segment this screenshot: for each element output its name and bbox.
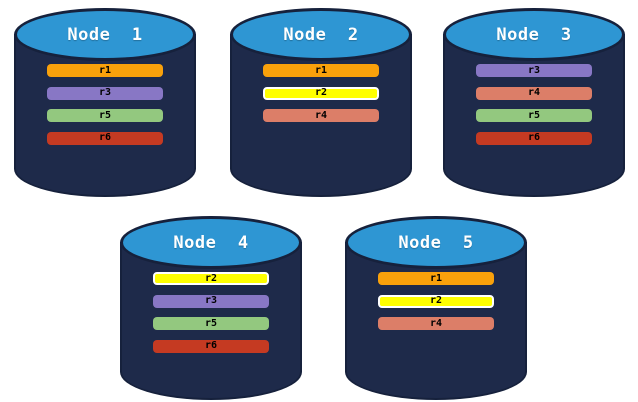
replica-bar-r1: r1 xyxy=(47,64,163,77)
replica-bar-r1: r1 xyxy=(378,272,494,285)
replica-bar-label: r2 xyxy=(314,87,328,98)
node-4-cylinder: Node 4 r2 r3 r5 r6 xyxy=(120,216,302,400)
replica-bar-label: r4 xyxy=(314,109,328,121)
node-4-title: Node 4 xyxy=(173,232,249,253)
replica-bar-label: r1 xyxy=(429,272,443,284)
node-1-replica-bars: r1 r3 r5 r6 xyxy=(14,8,196,197)
replica-bar-r4: r4 xyxy=(378,317,494,330)
replica-bar-r3: r3 xyxy=(476,64,592,77)
node-1-title: Node 1 xyxy=(67,24,143,45)
replica-bar-r2: r2 xyxy=(263,86,379,100)
replica-bar-r3: r3 xyxy=(47,86,163,100)
replica-bar-r6: r6 xyxy=(47,131,163,145)
node-2-cylinder-top: Node 2 xyxy=(230,8,412,61)
node-1-cylinder-top: Node 1 xyxy=(14,8,196,61)
replica-bar-label: r5 xyxy=(204,317,218,329)
node-5-cylinder: Node 5 r1 r2 r4 xyxy=(345,216,527,400)
replica-bar-r6: r6 xyxy=(476,131,592,145)
replica-bar-r5: r5 xyxy=(476,109,592,122)
node-4-replica-bars: r2 r3 r5 r6 xyxy=(120,216,302,400)
replica-bar-label: r3 xyxy=(527,64,541,76)
replica-bar-label: r6 xyxy=(204,340,218,351)
replica-bar-r4: r4 xyxy=(263,109,379,122)
replica-bar-label: r2 xyxy=(204,272,218,284)
replica-bar-label: r2 xyxy=(429,295,443,306)
replica-bar-label: r5 xyxy=(527,109,541,121)
node-1-cylinder: Node 1 r1 r3 r5 r6 xyxy=(14,8,196,197)
node-5-replica-bars: r1 r2 r4 xyxy=(345,216,527,400)
node-5-title: Node 5 xyxy=(398,232,474,253)
node-3-cylinder: Node 3 r3 r4 r5 r6 xyxy=(443,8,625,197)
replica-bar-r2: r2 xyxy=(378,294,494,308)
replica-bar-label: r4 xyxy=(527,87,541,98)
node-3-title: Node 3 xyxy=(496,24,572,45)
replica-bar-r2: r2 xyxy=(153,272,269,285)
replica-bar-label: r6 xyxy=(527,132,541,143)
node-2-cylinder: Node 2 r1 r2 r4 xyxy=(230,8,412,197)
replica-bar-r5: r5 xyxy=(47,109,163,122)
node-3-cylinder-top: Node 3 xyxy=(443,8,625,61)
replica-bar-label: r6 xyxy=(98,132,112,143)
replica-bar-label: r3 xyxy=(204,295,218,306)
replica-bar-r5: r5 xyxy=(153,317,269,330)
node-3-cylinder-body xyxy=(443,34,625,197)
replica-bar-r1: r1 xyxy=(263,64,379,77)
replica-bar-label: r3 xyxy=(98,87,112,98)
node-3-replica-bars: r3 r4 r5 r6 xyxy=(443,8,625,197)
node-2-title: Node 2 xyxy=(283,24,359,45)
replica-bar-label: r4 xyxy=(429,317,443,329)
node-2-replica-bars: r1 r2 r4 xyxy=(230,8,412,197)
replica-bar-r4: r4 xyxy=(476,86,592,100)
replica-bar-label: r1 xyxy=(98,64,112,76)
node-5-cylinder-top: Node 5 xyxy=(345,216,527,269)
replica-bar-r6: r6 xyxy=(153,339,269,353)
replica-bar-label: r5 xyxy=(98,109,112,121)
replica-bar-r3: r3 xyxy=(153,294,269,308)
node-4-cylinder-top: Node 4 xyxy=(120,216,302,269)
replica-bar-label: r1 xyxy=(314,64,328,76)
